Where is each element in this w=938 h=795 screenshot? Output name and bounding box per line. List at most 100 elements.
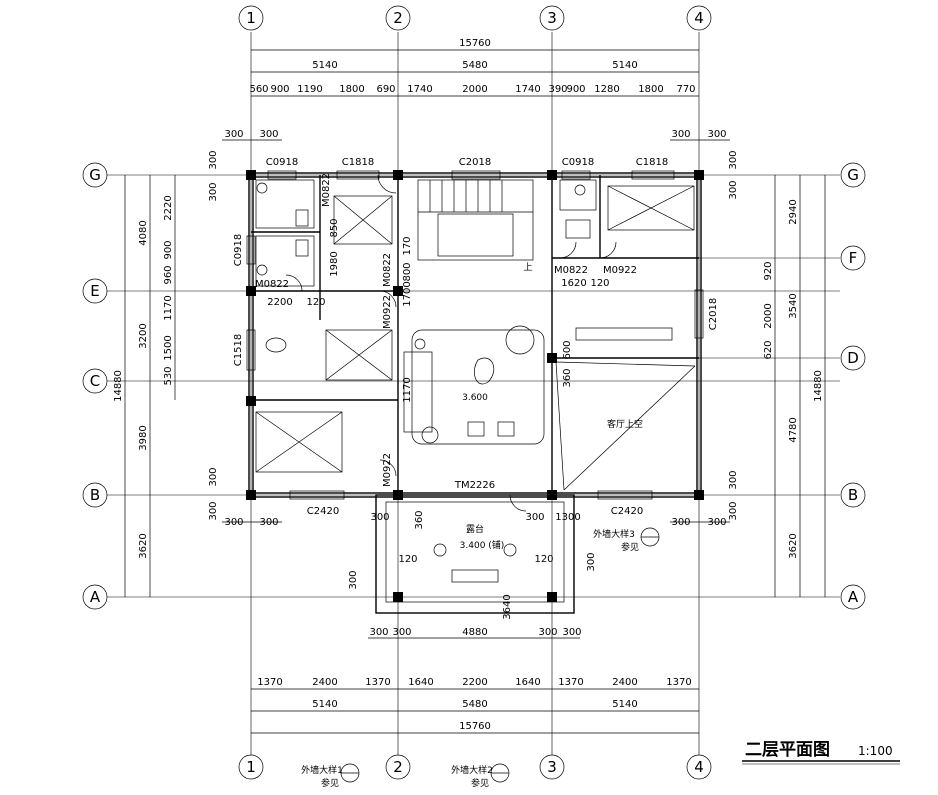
dim-left-inner: 2220 [163,195,174,220]
detail-reference-1: 外墙大样1 参见 [301,763,360,789]
svg-text:600: 600 [562,340,573,359]
door-labels: M0822 M0822 M0822 M0922 M0922 M0922 M082… [255,173,637,491]
dim-terrace: 4880 [462,627,487,638]
dim-bottom-total: 15760 [459,721,491,732]
dim-bottom-detail: 1370 [666,677,691,688]
svg-text:300: 300 [525,512,544,523]
structural-columns [246,170,704,602]
svg-text:C: C [90,372,100,390]
window-label: C2420 [307,506,339,517]
window-label: C0918 [562,157,594,168]
dimension-chain-left: 14880 4080 3200 3980 3620 2220 900 960 1… [113,150,219,597]
window-label: C2420 [611,506,643,517]
axis-bubble-D-right: D [840,345,866,371]
dim-bottom-bay: 5140 [612,699,637,710]
svg-text:2: 2 [393,9,403,27]
staircase: 上 [417,179,534,273]
svg-text:A: A [848,588,859,606]
svg-text:120: 120 [306,297,325,308]
svg-text:1: 1 [246,9,256,27]
svg-text:1: 1 [246,758,256,776]
svg-text:300: 300 [370,512,389,523]
dim-right-outer: 2940 [788,199,799,224]
detail-reference-2: 外墙大样2 参见 [451,763,510,789]
dim-terrace: 300 [392,627,411,638]
window-labels: C0918 C1818 C2018 C0918 C1818 C0918 C151… [233,157,719,517]
dimension-chain-bottom: 1370 2400 1370 1640 2200 1640 1370 2400 … [222,517,730,734]
dim-left-outer: 3200 [138,323,149,348]
dim-right-inner: 2000 [763,303,774,328]
window-label: C1518 [233,334,244,366]
door-label: M0822 [255,279,289,290]
dim-bottom-detail: 1370 [257,677,282,688]
dim-bottom-edge: 300 [671,517,690,528]
dim-left-outer: 4080 [138,220,149,245]
dim-bottom-detail: 2400 [312,677,337,688]
window-label: C2018 [708,298,719,330]
svg-text:B: B [90,486,100,504]
axis-bubble-2-bottom: 2 [385,754,411,780]
dim-right-outer: 3540 [788,293,799,318]
svg-text:3: 3 [547,758,557,776]
dim-terrace: 300 [562,627,581,638]
dim-top-detail: 1740 [407,84,432,95]
window-label: C1818 [636,157,668,168]
svg-text:3: 3 [547,9,557,27]
svg-text:2: 2 [393,758,403,776]
dim-bottom-edge: 300 [259,517,278,528]
axis-bubble-2-top: 2 [385,5,411,31]
axis-bubble-4-top: 4 [686,5,712,31]
svg-text:F: F [849,249,858,267]
terrace-area: 露台 3.400 (铺) [375,494,575,614]
dim-bottom-detail: 2400 [612,677,637,688]
drawing-scale: 1:100 [858,744,893,758]
svg-text:300: 300 [586,552,597,571]
dim-top-detail: 560 [249,84,268,95]
svg-text:1300: 1300 [555,512,580,523]
dim-top-detail: 2000 [462,84,487,95]
dim-top-bay: 5480 [462,60,487,71]
living-void-area: 客厅上空 [555,327,696,491]
dim-top-detail: 390 [548,84,567,95]
dim-right-edge: 300 [728,470,739,489]
dim-bottom-detail: 1640 [515,677,540,688]
axis-bubble-C-left: C [82,368,108,394]
axis-bubble-A-right: A [840,584,866,610]
window-label: C0918 [266,157,298,168]
svg-text:120: 120 [534,554,553,565]
svg-text:外墙大样3: 外墙大样3 [593,528,635,540]
svg-text:360: 360 [414,510,425,529]
dim-top-edge: 300 [224,129,243,140]
dim-left-inner: 900 [163,240,174,259]
svg-text:800: 800 [402,262,413,281]
dim-top-detail: 1800 [339,84,364,95]
window-openings [246,170,704,500]
axis-bubble-1-bottom: 1 [238,754,264,780]
svg-text:参见: 参见 [471,777,489,789]
svg-text:A: A [90,588,101,606]
dim-top-total: 15760 [459,38,491,49]
dim-right-edge: 300 [728,150,739,169]
dim-left-inner: 1170 [163,295,174,320]
dim-right-outer: 4780 [788,417,799,442]
living-void-label: 客厅上空 [607,418,643,430]
svg-text:1700: 1700 [402,281,413,306]
interior-walls [251,175,699,495]
axis-bubble-B-left: B [82,482,108,508]
terrace-label: 露台 [466,523,484,535]
axis-bubble-3-bottom: 3 [539,754,565,780]
dim-bottom-detail: 1370 [365,677,390,688]
dim-top-detail: 1280 [594,84,619,95]
svg-text:G: G [89,166,101,184]
axis-bubble-E-left: E [82,278,108,304]
svg-text:参见: 参见 [621,541,639,553]
dim-bottom-bay: 5140 [312,699,337,710]
room-dimension-notes: 2200 120 1620 120 1980 850 800 170 1700 … [267,218,609,619]
dim-left-edge: 300 [208,150,219,169]
svg-text:3640: 3640 [502,594,513,619]
dim-bottom-edge: 300 [707,517,726,528]
svg-text:1170: 1170 [402,377,413,402]
svg-text:B: B [848,486,858,504]
dim-top-detail: 1190 [297,84,322,95]
